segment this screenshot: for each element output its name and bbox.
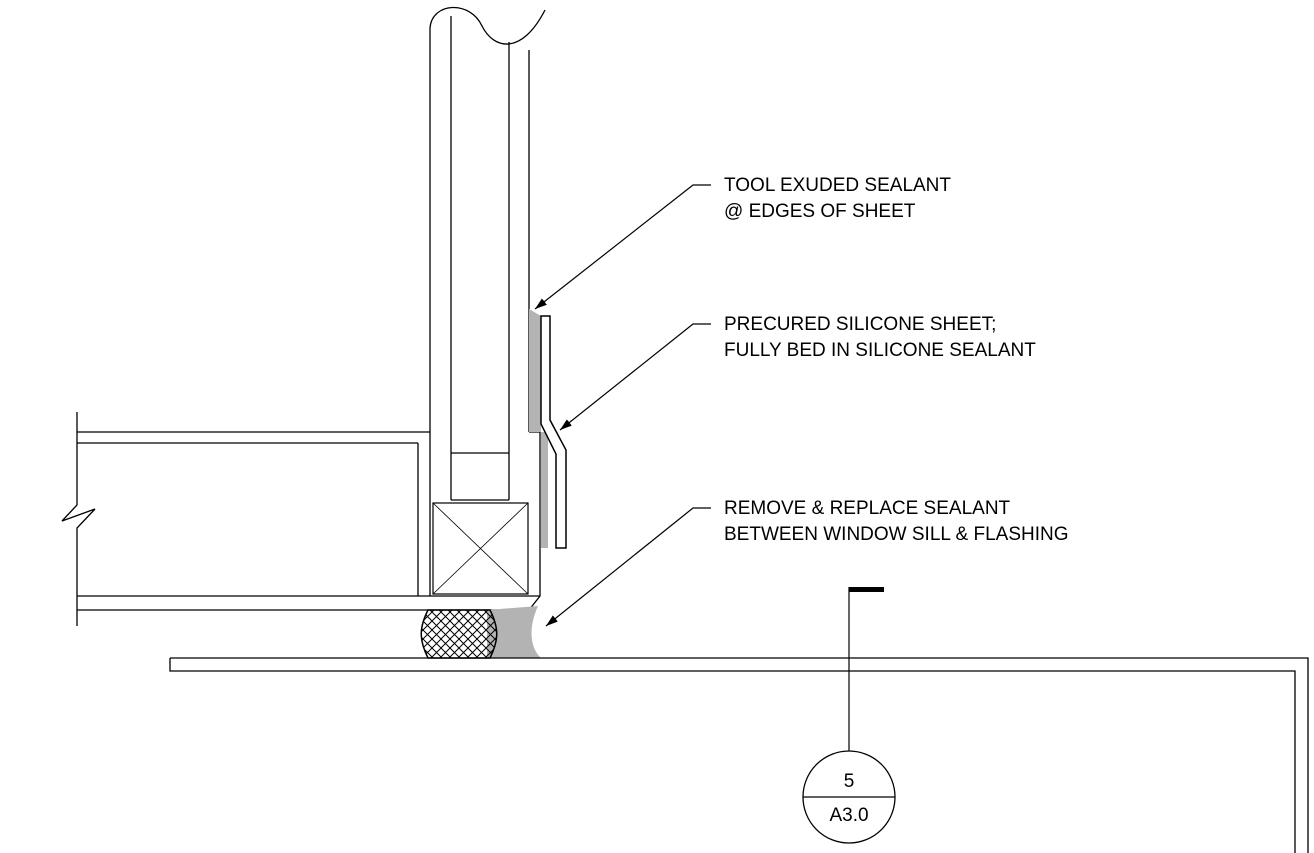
section-tag-number: 5 <box>844 771 855 792</box>
leader-lines <box>534 184 711 627</box>
window-frame-head <box>429 6 546 596</box>
section-tag-sheet: A3.0 <box>829 805 868 826</box>
window-sill-frame <box>430 431 541 611</box>
note-line: REMOVE & REPLACE SEALANT <box>724 498 1011 519</box>
note-line: FULLY BED IN SILICONE SEALANT <box>724 340 1036 361</box>
note-tool-exuded-sealant: TOOL EXUDED SEALANT @ EDGES OF SHEET <box>724 173 951 225</box>
leader-precured-sheet <box>559 323 711 431</box>
note-precured-silicone-sheet: PRECURED SILICONE SHEET; FULLY BED IN SI… <box>724 312 1036 364</box>
note-line: BETWEEN WINDOW SILL & FLASHING <box>724 524 1069 545</box>
leader-tool-exuded <box>534 184 711 310</box>
section-cut-marker: 5 A3.0 <box>802 587 896 844</box>
note-line: TOOL EXUDED SEALANT <box>724 175 952 196</box>
backer-rod <box>420 609 498 659</box>
note-remove-replace-sealant: REMOVE & REPLACE SEALANT BETWEEN WINDOW … <box>724 496 1069 548</box>
glazing-unit-base <box>451 452 509 501</box>
silicone-sheet <box>540 315 567 549</box>
note-line: @ EDGES OF SHEET <box>724 201 916 222</box>
note-line: PRECURED SILICONE SHEET; <box>724 314 997 335</box>
setting-block <box>432 502 529 595</box>
sealant-fill <box>487 309 548 658</box>
leader-remove-replace <box>545 507 711 627</box>
sill-flashing <box>169 657 1309 853</box>
